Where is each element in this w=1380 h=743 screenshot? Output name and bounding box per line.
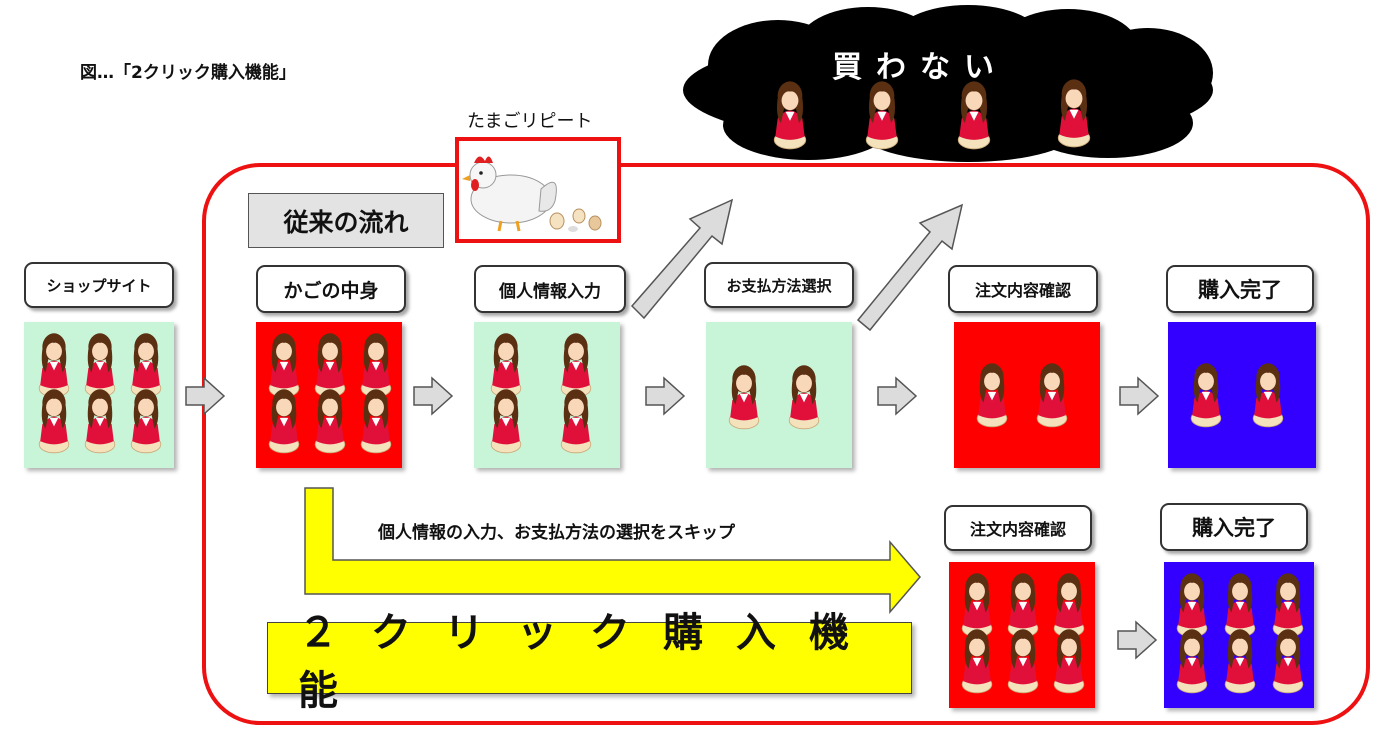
shortcut-label-confirm: 注文内容確認 <box>944 505 1092 551</box>
step-label-complete: 購入完了 <box>1166 265 1314 313</box>
step-label-personal: 個人情報入力 <box>474 265 626 313</box>
panel-payment <box>706 322 852 468</box>
cloud-label: 買わない <box>832 50 1008 85</box>
step-label-shop: ショップサイト <box>24 262 174 308</box>
panel-personal <box>474 322 620 468</box>
two-click-feature-label: ２クリック購入機能 <box>267 610 912 714</box>
panel-cart <box>256 322 402 468</box>
step-label-cart: かごの中身 <box>256 265 406 313</box>
shortcut-panel-complete <box>1164 562 1314 708</box>
shortcut-panel-confirm <box>949 562 1095 708</box>
cloud-people <box>773 78 1091 150</box>
panel-shop <box>24 322 174 468</box>
chicken-icon <box>462 156 602 232</box>
figure-caption: 図…「2クリック購入機能」 <box>80 63 296 83</box>
shortcut-label-complete: 購入完了 <box>1160 503 1308 551</box>
panel-confirm <box>954 322 1100 468</box>
main-flow-frame <box>202 163 1370 725</box>
step-label-confirm: 注文内容確認 <box>948 265 1098 313</box>
skip-text: 個人情報の入力、お支払方法の選択をスキップ <box>378 523 735 543</box>
conventional-flow-title: 従来の流れ <box>248 193 444 248</box>
tamago-label: たまごリピート <box>467 111 593 132</box>
panel-complete <box>1168 322 1316 468</box>
tamago-box <box>455 137 621 243</box>
step-label-payment: お支払方法選択 <box>704 262 854 308</box>
